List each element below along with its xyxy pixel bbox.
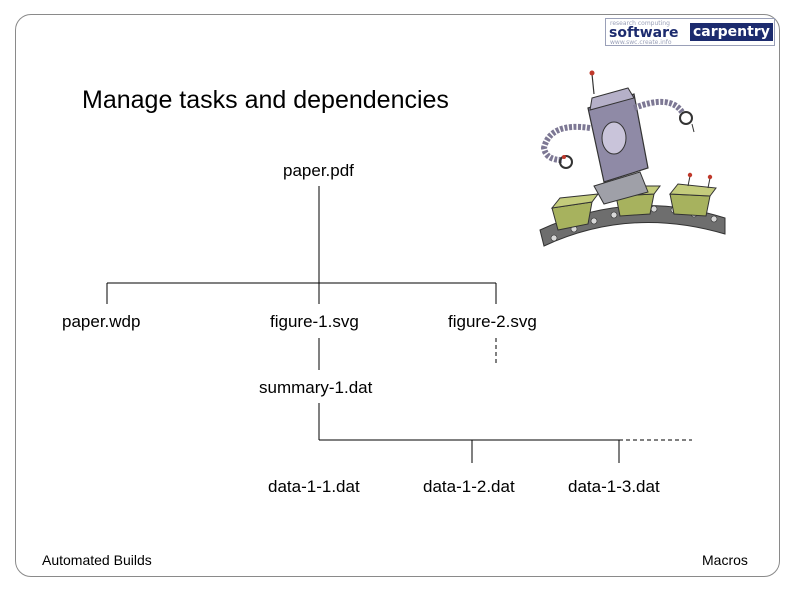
node-figure-1-svg: figure-1.svg: [270, 312, 359, 331]
node-paper-pdf: paper.pdf: [283, 161, 354, 180]
slide-title: Manage tasks and dependencies: [82, 86, 449, 114]
robot-assembly-line-illustration: [539, 70, 726, 247]
logo-tagline-top: research computing: [610, 20, 670, 27]
node-paper-wdp: paper.wdp: [62, 312, 141, 331]
node-data-1-2-dat: data-1-2.dat: [423, 477, 515, 496]
node-summary-1-dat: summary-1.dat: [259, 378, 373, 397]
logo-word-software: software: [609, 25, 679, 41]
node-data-1-1-dat: data-1-1.dat: [268, 477, 360, 496]
logo-tagline-bottom: www.swc.create.info: [610, 39, 672, 46]
footer-topic: Macros: [702, 552, 748, 568]
software-carpentry-logo: research computing software carpentry ww…: [605, 18, 775, 46]
node-figure-2-svg: figure-2.svg: [448, 312, 537, 331]
footer-section-title: Automated Builds: [42, 552, 152, 568]
node-data-1-3-dat: data-1-3.dat: [568, 477, 660, 496]
slide-frame: [15, 14, 780, 577]
logo-word-carpentry: carpentry: [690, 23, 773, 41]
